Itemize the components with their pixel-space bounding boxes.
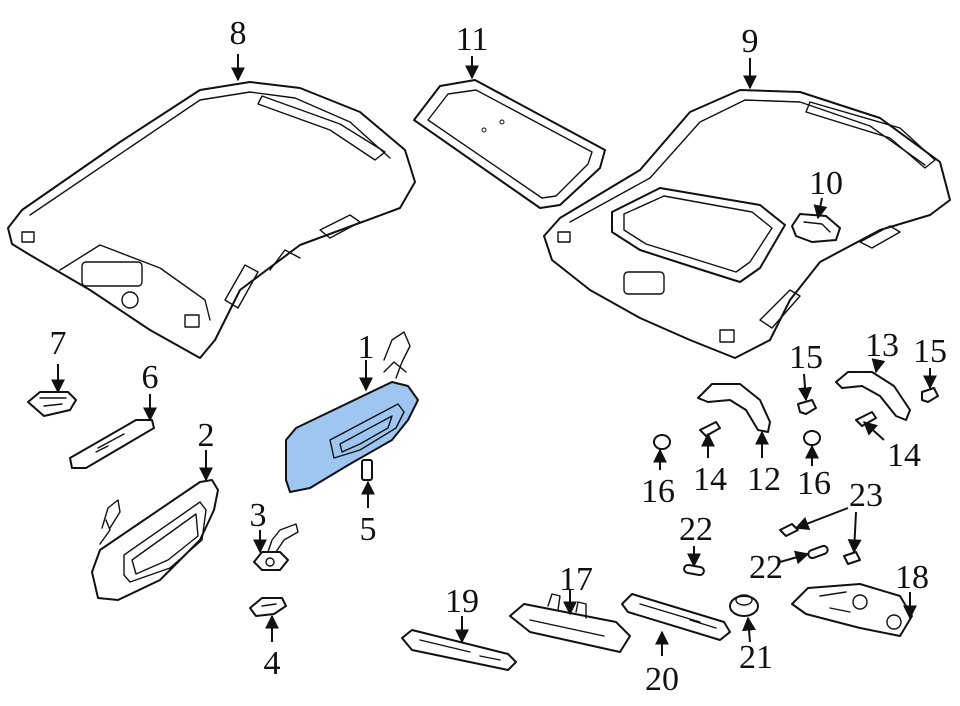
part-5-pin bbox=[361, 459, 373, 481]
part-14-screw-right bbox=[855, 411, 877, 427]
part-22-bulb-right bbox=[807, 544, 829, 560]
callout-11: 11 bbox=[456, 21, 489, 58]
callout-3: 3 bbox=[250, 497, 267, 534]
part-19-lens bbox=[401, 629, 517, 671]
part-1-sun-visor-highlighted bbox=[285, 331, 419, 493]
callout-1: 1 bbox=[358, 329, 375, 366]
callout-16-left: 16 bbox=[641, 473, 675, 510]
part-23-bulb-top bbox=[779, 523, 799, 537]
callout-21: 21 bbox=[739, 639, 773, 676]
callout-23: 23 bbox=[849, 477, 883, 514]
callout-12: 12 bbox=[747, 461, 781, 498]
part-10-bracket bbox=[791, 213, 841, 243]
part-14-screw-left bbox=[699, 421, 721, 437]
callout-5: 5 bbox=[360, 511, 377, 548]
callout-10: 10 bbox=[809, 165, 843, 202]
part-11-sunroof-trim bbox=[413, 79, 606, 209]
part-15-cap-right bbox=[921, 387, 939, 403]
part-9-headliner-sunroof bbox=[543, 89, 951, 359]
part-22-bulb-left bbox=[683, 563, 705, 577]
part-15-cap-left bbox=[797, 399, 817, 415]
part-23-bulb-bottom bbox=[843, 551, 861, 565]
part-18-console bbox=[791, 583, 913, 637]
callout-15-right: 15 bbox=[913, 333, 947, 370]
part-20-lens bbox=[621, 593, 731, 641]
callout-8: 8 bbox=[230, 15, 247, 52]
part-21-knob bbox=[729, 594, 759, 617]
callout-labels: 8 11 9 10 7 6 1 2 3 5 4 15 13 15 14 14 1… bbox=[50, 15, 948, 698]
part-7-clip bbox=[27, 391, 77, 417]
part-2-sun-visor bbox=[91, 479, 219, 601]
callout-22-right: 22 bbox=[749, 549, 783, 586]
part-17-console bbox=[509, 593, 631, 653]
callout-15-left: 15 bbox=[789, 339, 823, 376]
callout-16-right: 16 bbox=[797, 465, 831, 502]
callout-20: 20 bbox=[645, 661, 679, 698]
callout-18: 18 bbox=[895, 559, 929, 596]
callout-14-right: 14 bbox=[887, 437, 921, 474]
part-4-clip bbox=[249, 597, 287, 617]
part-16-plug-left bbox=[653, 434, 671, 450]
callout-13: 13 bbox=[865, 327, 899, 364]
callout-4: 4 bbox=[264, 645, 281, 682]
callout-14-left: 14 bbox=[693, 461, 727, 498]
callout-7: 7 bbox=[50, 325, 67, 362]
callout-17: 17 bbox=[559, 561, 593, 598]
part-6-lens bbox=[69, 419, 155, 469]
part-8-headliner bbox=[7, 81, 416, 359]
leader-arrows bbox=[51, 54, 937, 656]
part-16-plug-right bbox=[803, 430, 821, 446]
callout-22-left: 22 bbox=[679, 511, 713, 548]
callout-19: 19 bbox=[445, 583, 479, 620]
callout-9: 9 bbox=[742, 23, 759, 60]
part-13-grab-handle bbox=[835, 371, 911, 421]
callout-2: 2 bbox=[198, 417, 215, 454]
callout-6: 6 bbox=[142, 359, 159, 396]
